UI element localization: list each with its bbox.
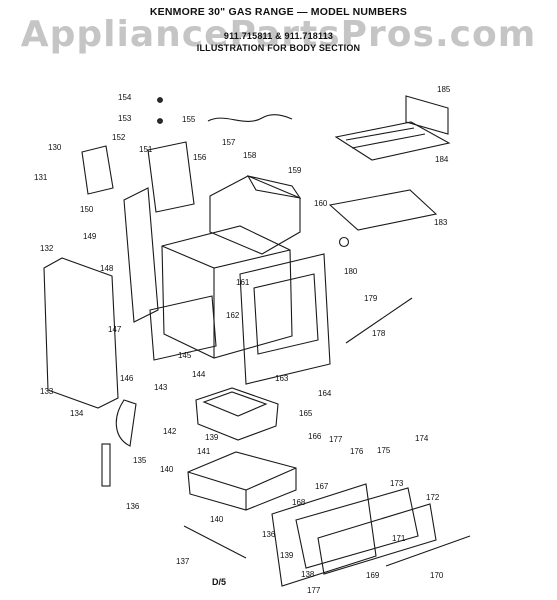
callout-142: 142	[163, 427, 177, 436]
callout-134: 134	[70, 409, 84, 418]
callout-labels: 185 154 153 155 152 130 151 157 156 158 184 131 159 1…	[34, 85, 451, 595]
callout-177: 177	[307, 586, 321, 595]
callout-158: 158	[243, 151, 257, 160]
callout-139: 139	[205, 433, 219, 442]
callout-148: 148	[100, 264, 114, 273]
callout-140: 140	[210, 515, 224, 524]
page-number: D/5	[212, 577, 227, 587]
callout-176: 176	[350, 447, 364, 456]
callout-159: 159	[288, 166, 302, 175]
callout-149: 149	[83, 232, 97, 241]
part-142-shape	[115, 399, 137, 447]
callout-131: 131	[34, 173, 48, 182]
callout-165: 165	[299, 409, 313, 418]
part-183-shape	[328, 189, 438, 231]
watermark: AppliancePartsPros.com	[20, 14, 537, 55]
callout-140: 140	[160, 465, 174, 474]
part-159-shape	[246, 175, 302, 199]
callout-173: 173	[390, 479, 404, 488]
diagram-subtitle: ILLUSTRATION FOR BODY SECTION	[196, 43, 361, 53]
part-155-shape	[207, 114, 293, 122]
part-133-shape	[43, 257, 119, 409]
callout-133: 133	[40, 387, 54, 396]
callout-161: 161	[236, 278, 250, 287]
callout-143: 143	[154, 383, 168, 392]
callout-160: 160	[314, 199, 328, 208]
callout-146: 146	[120, 374, 134, 383]
callout-174: 174	[415, 434, 429, 443]
callout-138: 138	[301, 570, 315, 579]
callout-177: 177	[329, 435, 343, 444]
callout-150: 150	[80, 205, 94, 214]
part-176-shape	[271, 483, 377, 587]
callout-130: 130	[48, 143, 62, 152]
callout-185: 185	[437, 85, 451, 94]
callout-178: 178	[372, 329, 386, 338]
callout-166: 166	[308, 432, 322, 441]
callout-155: 155	[182, 115, 196, 124]
callout-135: 135	[133, 456, 147, 465]
callout-144: 144	[192, 370, 206, 379]
callout-136: 136	[126, 502, 140, 511]
callout-183: 183	[434, 218, 448, 227]
callout-152: 152	[112, 133, 126, 142]
oven-liner-shape	[161, 225, 293, 359]
callout-171: 171	[392, 534, 406, 543]
callout-179: 179	[364, 294, 378, 303]
callout-157: 157	[222, 138, 236, 147]
part-130-shape	[81, 145, 114, 195]
part-156-shape	[147, 141, 195, 213]
callout-180: 180	[344, 267, 358, 276]
diagram-title: KENMORE 30" GAS RANGE — MODEL NUMBERS	[149, 6, 408, 18]
callout-147: 147	[108, 325, 122, 334]
part-172-shape	[295, 487, 419, 569]
callout-156: 156	[193, 153, 207, 162]
part-170-shape	[385, 535, 471, 567]
callout-141: 141	[197, 447, 211, 456]
part-180-shape	[239, 253, 331, 385]
callout-153: 153	[118, 114, 132, 123]
callout-145: 145	[178, 351, 192, 360]
callout-163: 163	[275, 374, 289, 383]
part-145-shape	[149, 295, 217, 361]
callout-164: 164	[318, 389, 332, 398]
model-numbers: 911.715811 & 911.718113	[223, 31, 334, 41]
callout-132: 132	[40, 244, 54, 253]
callout-162: 162	[226, 311, 240, 320]
callout-184: 184	[435, 155, 449, 164]
part-179-shape	[345, 297, 413, 344]
callout-175: 175	[377, 446, 391, 455]
part-135-shape	[101, 443, 111, 487]
callout-167: 167	[315, 482, 329, 491]
callout-139: 139	[280, 551, 294, 560]
part-137-shape	[183, 525, 247, 559]
callout-170: 170	[430, 571, 444, 580]
callout-168: 168	[292, 498, 306, 507]
part-141-shape	[187, 451, 297, 511]
part-165-shape	[195, 387, 279, 441]
callout-151: 151	[139, 145, 153, 154]
callout-172: 172	[426, 493, 440, 502]
part-149-shape	[123, 187, 159, 323]
part-184-shape	[334, 121, 451, 161]
callout-136: 136	[262, 530, 276, 539]
part-171-shape	[317, 503, 437, 575]
callout-154: 154	[118, 93, 132, 102]
callout-169: 169	[366, 571, 380, 580]
part-185-shape	[405, 95, 449, 135]
callout-137: 137	[176, 557, 190, 566]
